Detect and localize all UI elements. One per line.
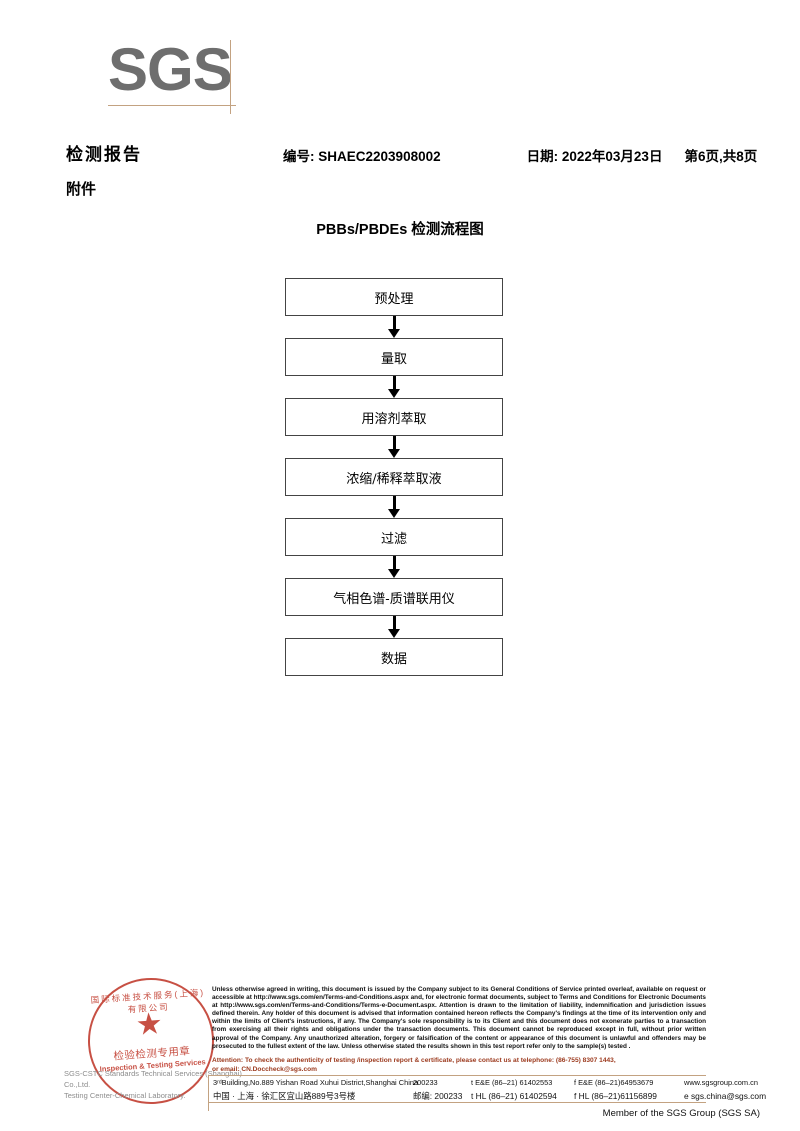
attention-line-1: Attention: To check the authenticity of …: [212, 1057, 616, 1064]
page-indicator: 第6页,共8页: [684, 149, 758, 164]
page-title: 检测报告: [66, 145, 142, 164]
flow-arrow-icon: [285, 316, 503, 338]
address-chinese: 中国 · 上海 · 徐汇区宜山路889号3号楼: [213, 1091, 356, 1101]
flow-step: 过滤: [285, 518, 503, 556]
report-number-value: SHAEC2203908002: [318, 149, 441, 164]
postcode-english: 200233: [413, 1078, 438, 1087]
report-date: 日期: 2022年03月23日: [527, 149, 663, 164]
flow-step: 量取: [285, 338, 503, 376]
sgs-logo-text: SGS: [108, 36, 233, 103]
flow-step: 用溶剂萃取: [285, 398, 503, 436]
laboratory-name: SGS-CSTC Standards Technical Services (S…: [64, 1068, 254, 1101]
flow-step: 气相色谱-质谱联用仪: [285, 578, 503, 616]
address-rule-bottom: [208, 1102, 706, 1104]
logo-horizontal-rule: [108, 105, 236, 106]
address-english: 3ʳᵈBuilding,No.889 Yishan Road Xuhui Dis…: [213, 1078, 419, 1087]
flow-step-box: 用溶剂萃取: [285, 398, 503, 436]
flow-arrow-icon: [285, 616, 503, 638]
flow-arrow-icon: [285, 436, 503, 458]
address-row-english: 3ʳᵈBuilding,No.889 Yishan Road Xuhui Dis…: [213, 1078, 758, 1087]
member-of-group-line: Member of the SGS Group (SGS SA): [602, 1108, 760, 1119]
flow-step: 浓缩/稀释萃取液: [285, 458, 503, 496]
sgs-logo: SGS: [108, 38, 236, 116]
flow-step-box: 量取: [285, 338, 503, 376]
phone-ee-tel: t E&E (86–21) 61402553: [471, 1078, 553, 1087]
laboratory-name-line2: Testing Center-Chemical Laboratory.: [64, 1091, 186, 1100]
legal-disclaimer: Unless otherwise agreed in writing, this…: [212, 986, 706, 1051]
flow-step-box: 预处理: [285, 278, 503, 316]
star-icon: ★: [134, 1007, 164, 1042]
flowchart-title: PBBs/PBDEs 检测流程图: [316, 222, 484, 238]
attention-notice: Attention: To check the authenticity of …: [212, 1057, 706, 1074]
flowchart: 预处理 量取 用溶剂萃取 浓缩/稀释萃取液 过滤 气相色谱-质谱联用仪 数据: [285, 278, 503, 676]
report-date-label: 日期:: [526, 149, 559, 164]
flow-step-box: 气相色谱-质谱联用仪: [285, 578, 503, 616]
flow-arrow-icon: [285, 496, 503, 518]
flow-step-box: 过滤: [285, 518, 503, 556]
report-date-value: 2022年03月23日: [561, 149, 663, 164]
laboratory-name-line1: SGS-CSTC Standards Technical Services (S…: [64, 1069, 242, 1089]
postcode-chinese-value: 200233: [434, 1091, 463, 1101]
flow-arrow-icon: [285, 376, 503, 398]
address-rule-top: [208, 1075, 706, 1076]
header-meta: 编号: SHAEC2203908002 日期: 2022年03月23日 第6页,共8…: [283, 145, 757, 165]
flow-step-box: 数据: [285, 638, 503, 676]
address-rule-tick: [208, 1102, 210, 1111]
phone-ee-fax: f E&E (86–21)64953679: [574, 1078, 654, 1087]
report-number-label: 编号:: [283, 149, 315, 164]
website-url: www.sgsgroup.com.cn: [684, 1078, 758, 1087]
phone-hl-fax: f HL (86–21)61156899: [574, 1091, 657, 1101]
attachment-label: 附件: [66, 181, 97, 198]
phone-hl-tel: t HL (86–21) 61402594: [471, 1091, 557, 1101]
flow-step: 预处理: [285, 278, 503, 316]
email-address: e sgs.china@sgs.com: [684, 1091, 767, 1101]
report-number: 编号: SHAEC2203908002: [283, 149, 441, 164]
postcode-chinese-label: 邮编:: [413, 1091, 433, 1101]
attention-line-2: or email: CN.Doccheck@sgs.com: [212, 1065, 318, 1073]
flow-arrow-icon: [285, 556, 503, 578]
legal-disclaimer-text: Unless otherwise agreed in writing, this…: [212, 986, 706, 1050]
postcode-chinese: 邮编: 200233: [413, 1090, 471, 1102]
flow-step-box: 浓缩/稀释萃取液: [285, 458, 503, 496]
address-rule-left: [208, 1075, 210, 1103]
logo-vertical-rule: [230, 40, 231, 114]
flow-step: 数据: [285, 638, 503, 676]
